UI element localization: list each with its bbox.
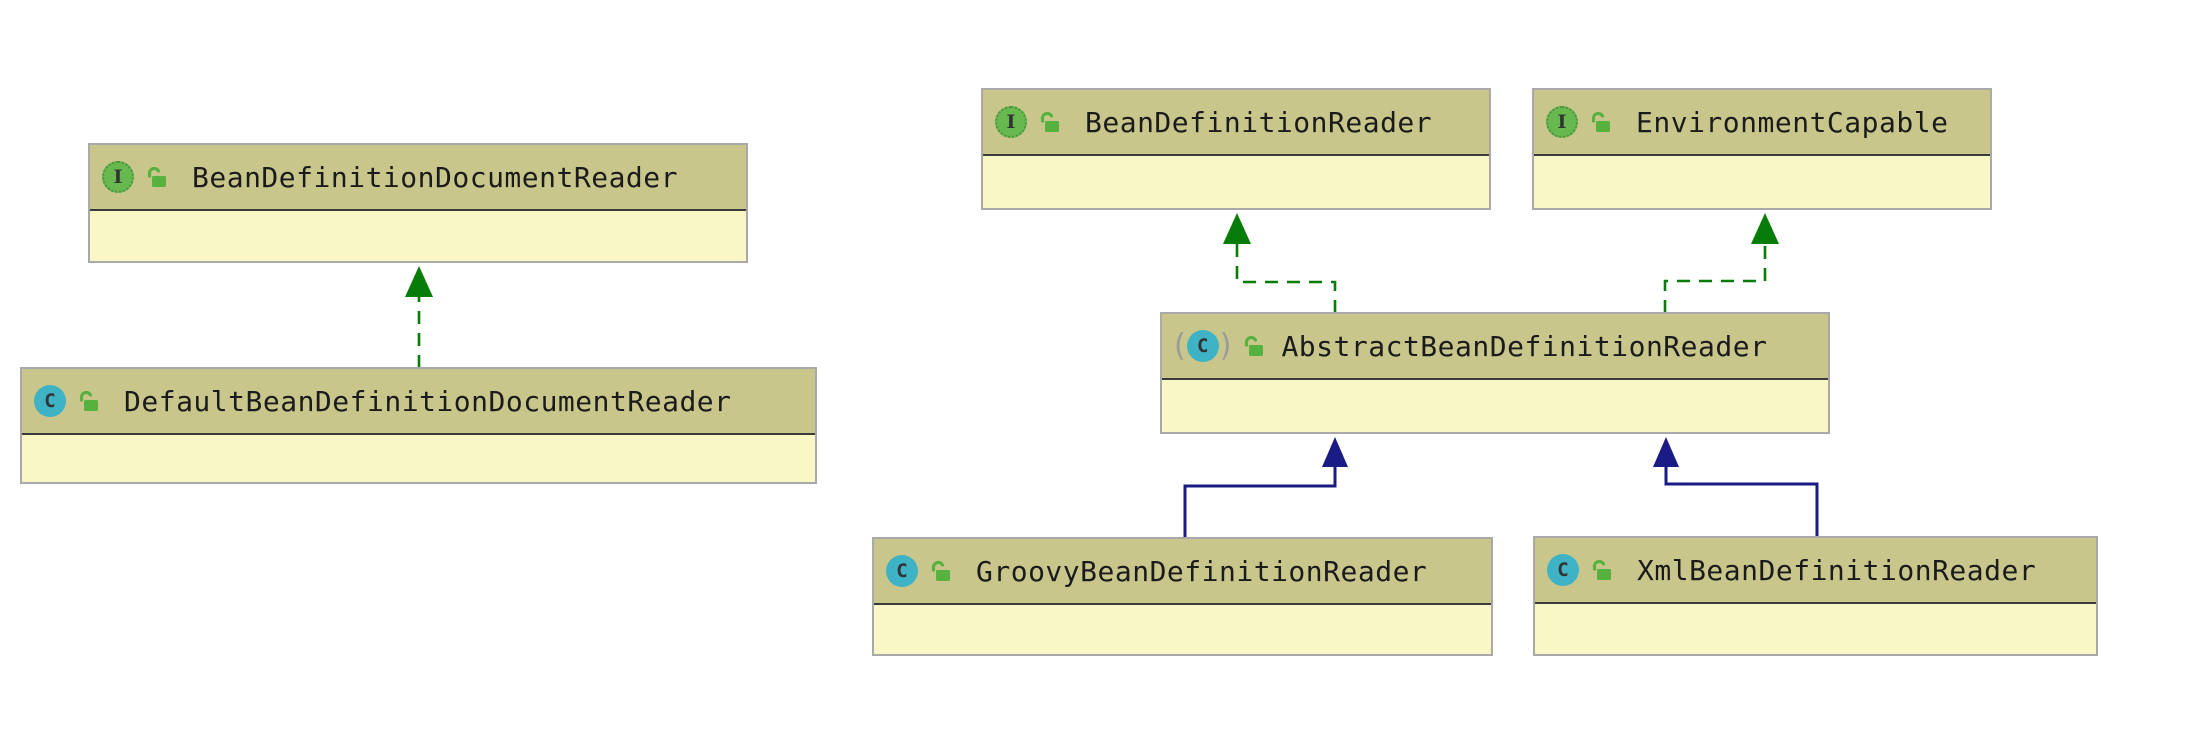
edge-abstract-implements-beandefinitionreader[interactable] — [1223, 213, 1337, 313]
interface-icon: I — [102, 161, 134, 193]
edge-xml-extends-abstract[interactable] — [1653, 437, 1819, 537]
interface-icon: I — [1546, 106, 1578, 138]
class-name-label: EnvironmentCapable — [1636, 105, 1949, 139]
class-node-environmentcapable[interactable]: I EnvironmentCapable — [1532, 88, 1992, 210]
edge-groovy-extends-abstract[interactable] — [1183, 437, 1348, 538]
implements-edge-line — [1663, 244, 1767, 313]
class-node-defaultbeandefinitiondocumentreader[interactable]: C DefaultBeanDefinitionDocumentReader — [20, 367, 817, 484]
interface-icon: I — [995, 106, 1027, 138]
open-lock-icon — [1592, 559, 1611, 580]
extends-arrowhead-icon — [1322, 437, 1348, 467]
class-icon: C — [1186, 330, 1219, 362]
node-members-section — [874, 605, 1491, 654]
open-lock-icon — [1245, 335, 1264, 356]
node-members-section — [22, 435, 815, 482]
node-header: I BeanDefinitionReader — [983, 90, 1489, 156]
node-members-section — [1534, 156, 1990, 208]
class-node-beandefinitiondocumentreader[interactable]: I BeanDefinitionDocumentReader — [88, 143, 748, 263]
extends-edge-line — [1664, 467, 1819, 537]
node-header: C GroovyBeanDefinitionReader — [874, 539, 1491, 605]
class-node-groovybeandefinitionreader[interactable]: C GroovyBeanDefinitionReader — [872, 537, 1493, 656]
node-header: ( C ) AbstractBeanDefinitionReader — [1162, 314, 1828, 380]
implements-arrowhead-icon — [1223, 213, 1251, 244]
class-node-beandefinitionreader[interactable]: I BeanDefinitionReader — [981, 88, 1491, 210]
edge-default-implements-beandefinitiondocumentreader[interactable] — [405, 266, 433, 368]
abstract-class-icon: ( C ) — [1174, 330, 1231, 362]
node-header: C XmlBeanDefinitionReader — [1535, 538, 2096, 604]
node-members-section — [1162, 380, 1828, 432]
node-header: C DefaultBeanDefinitionDocumentReader — [22, 369, 815, 435]
implements-edge-line — [1235, 244, 1337, 313]
class-icon: C — [34, 385, 66, 417]
extends-arrowhead-icon — [1653, 437, 1679, 467]
implements-arrowhead-icon — [405, 266, 433, 297]
open-lock-icon — [931, 560, 950, 581]
class-name-label: BeanDefinitionDocumentReader — [192, 160, 679, 194]
open-lock-icon — [1040, 111, 1059, 132]
node-members-section — [1535, 604, 2096, 654]
node-header: I BeanDefinitionDocumentReader — [90, 145, 746, 211]
open-lock-icon — [147, 166, 166, 187]
class-name-label: AbstractBeanDefinitionReader — [1281, 329, 1768, 363]
open-lock-icon — [1591, 111, 1610, 132]
class-icon: C — [1547, 554, 1579, 586]
class-name-label: DefaultBeanDefinitionDocumentReader — [124, 384, 732, 418]
class-icon: C — [886, 555, 918, 587]
edge-abstract-implements-environmentcapable[interactable] — [1663, 213, 1779, 313]
abstract-paren-left: ( — [1174, 327, 1186, 364]
node-members-section — [90, 211, 746, 261]
class-name-label: GroovyBeanDefinitionReader — [976, 554, 1428, 588]
open-lock-icon — [79, 390, 98, 411]
class-node-abstractbeandefinitionreader[interactable]: ( C ) AbstractBeanDefinitionReader — [1160, 312, 1830, 434]
class-name-label: BeanDefinitionReader — [1085, 105, 1433, 139]
extends-edge-line — [1183, 467, 1337, 538]
abstract-paren-right: ) — [1219, 327, 1232, 364]
node-members-section — [983, 156, 1489, 208]
class-name-label: XmlBeanDefinitionReader — [1637, 553, 2037, 587]
class-node-xmlbeandefinitionreader[interactable]: C XmlBeanDefinitionReader — [1533, 536, 2098, 656]
node-header: I EnvironmentCapable — [1534, 90, 1990, 156]
implements-arrowhead-icon — [1751, 213, 1779, 244]
